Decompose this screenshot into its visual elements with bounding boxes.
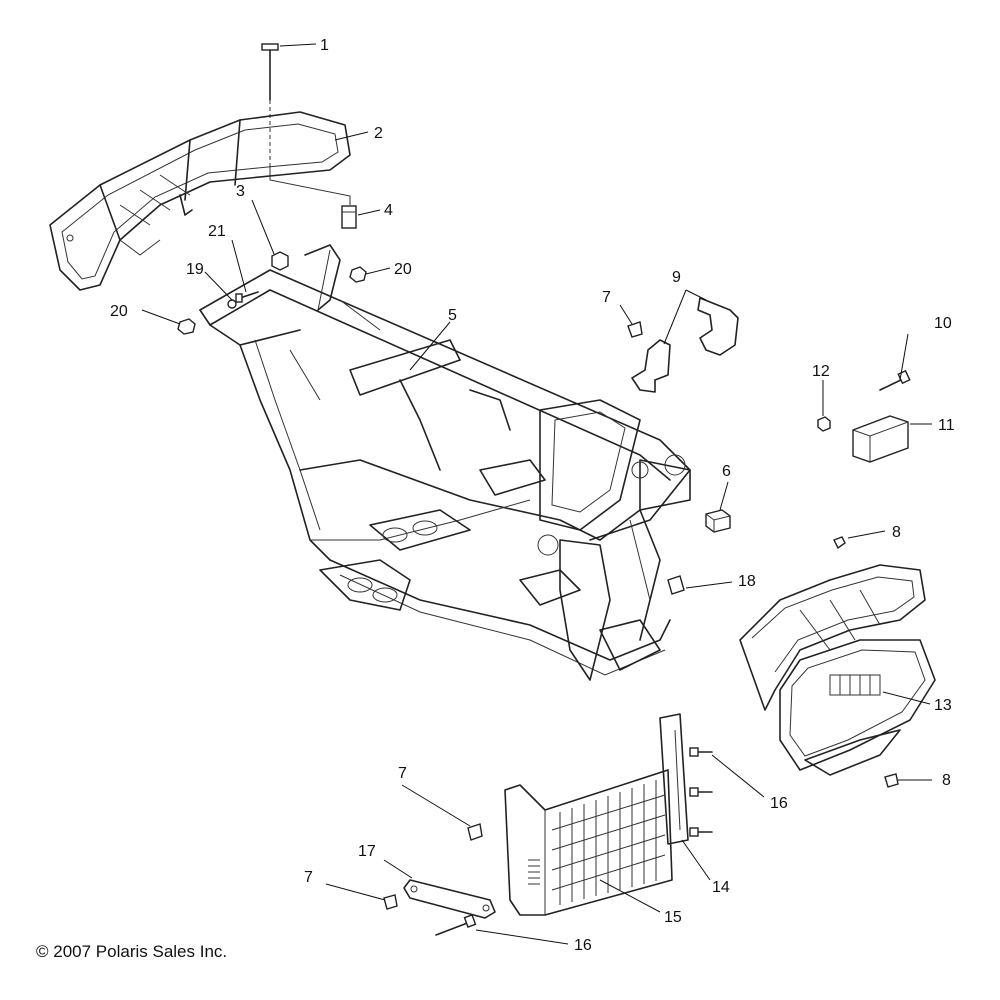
clip-part-7-lower bbox=[383, 894, 398, 910]
clip-part-7-upper bbox=[627, 321, 643, 338]
callout-10: 10 bbox=[934, 315, 952, 332]
bolt-part-21 bbox=[235, 291, 259, 303]
callout-20-right: 20 bbox=[394, 261, 412, 278]
callout-16-upper: 16 bbox=[770, 795, 788, 812]
callout-17: 17 bbox=[358, 843, 376, 860]
copyright-notice: © 2007 Polaris Sales Inc. bbox=[36, 942, 228, 961]
callout-8-upper: 8 bbox=[892, 524, 901, 541]
callout-2: 2 bbox=[374, 125, 383, 142]
bolt-part-1 bbox=[261, 43, 351, 205]
side-panel-part-14 bbox=[659, 713, 689, 845]
callout-8-lower: 8 bbox=[942, 772, 951, 789]
block-part-6 bbox=[705, 509, 731, 533]
bolt-part-10 bbox=[879, 369, 911, 391]
callout-7-lower: 7 bbox=[304, 869, 313, 886]
leader-lines bbox=[141, 43, 932, 945]
rear-rack-part-2 bbox=[49, 111, 351, 291]
clip-part-18 bbox=[667, 575, 685, 595]
callout-19: 19 bbox=[186, 261, 204, 278]
callout-18: 18 bbox=[738, 573, 756, 590]
callout-21: 21 bbox=[208, 223, 226, 240]
clip-part-8-lower bbox=[884, 773, 899, 788]
callout-12: 12 bbox=[812, 363, 830, 380]
grille-part-15 bbox=[504, 769, 673, 916]
box-part-11 bbox=[852, 415, 909, 463]
callout-7-middle: 7 bbox=[398, 765, 407, 782]
callout-1: 1 bbox=[320, 37, 329, 54]
callout-5: 5 bbox=[448, 307, 457, 324]
rivets-part-16-upper bbox=[689, 747, 713, 837]
clip-part-7-middle bbox=[467, 823, 483, 841]
callout-14: 14 bbox=[712, 879, 730, 896]
bracket-part-9 bbox=[631, 297, 739, 393]
strap-part-17 bbox=[403, 879, 496, 919]
callout-15: 15 bbox=[664, 909, 682, 926]
callout-3: 3 bbox=[236, 183, 245, 200]
front-rack-part-13 bbox=[739, 564, 936, 776]
callout-20-left: 20 bbox=[110, 303, 128, 320]
callout-11: 11 bbox=[938, 417, 955, 434]
clip-part-8-upper bbox=[833, 536, 846, 550]
nut-part-3 bbox=[271, 251, 289, 271]
main-frame-part-5 bbox=[199, 244, 691, 681]
rivet-part-16-lower bbox=[435, 914, 477, 936]
callout-13: 13 bbox=[934, 697, 952, 714]
nut-part-20-left bbox=[177, 318, 196, 335]
callout-7-upper: 7 bbox=[602, 289, 611, 306]
callout-6: 6 bbox=[722, 463, 731, 480]
callout-labels: 1 2 3 4 21 20 19 20 5 7 9 10 12 11 6 8 1… bbox=[110, 37, 955, 954]
washer-part-19 bbox=[227, 299, 237, 309]
spacer-part-4 bbox=[341, 205, 357, 229]
callout-4: 4 bbox=[384, 202, 393, 219]
callout-9: 9 bbox=[672, 269, 681, 286]
nut-part-20-right bbox=[349, 266, 367, 283]
callout-16-lower: 16 bbox=[574, 937, 592, 954]
nut-part-12 bbox=[817, 416, 831, 432]
